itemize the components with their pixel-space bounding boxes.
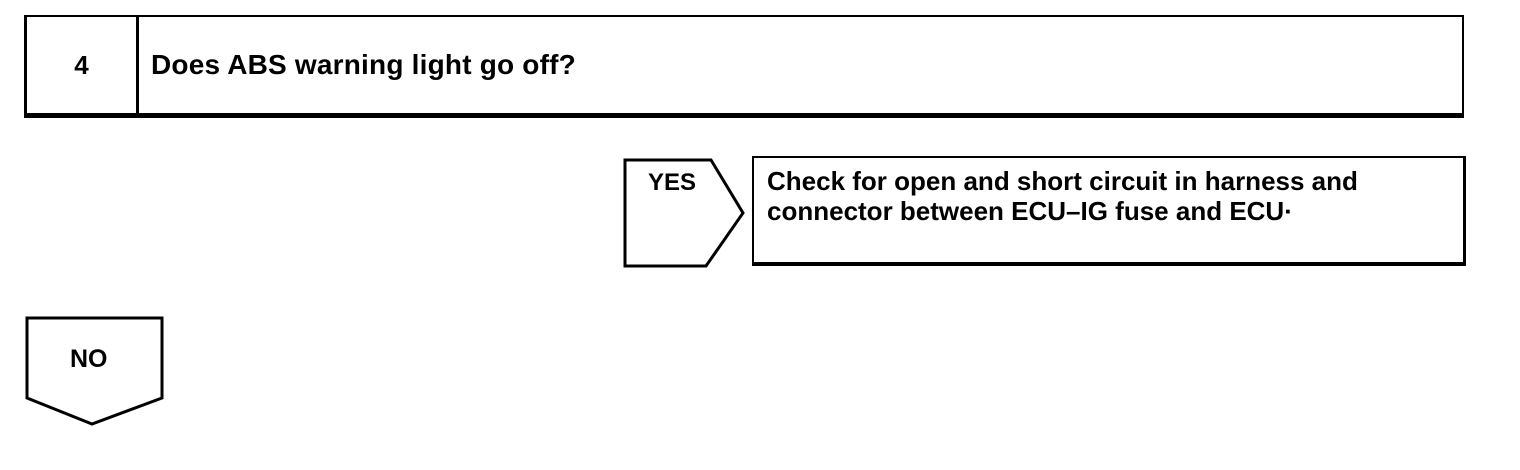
no-arrow [25, 316, 164, 426]
yes-arrow [623, 158, 745, 268]
step-question: Does ABS warning light go off? [151, 49, 576, 80]
yes-result-line: connector between ECU–IG fuse and ECU· [767, 196, 1293, 226]
yes-label: YES [648, 169, 697, 196]
step-box: 4 Does ABS warning light go off? [24, 15, 1464, 118]
yes-result-line: Check for open and short circuit in harn… [767, 166, 1358, 196]
yes-result-box: Check for open and short circuit in harn… [752, 156, 1466, 266]
step-number: 4 [27, 17, 139, 113]
no-label: NO [70, 345, 108, 373]
